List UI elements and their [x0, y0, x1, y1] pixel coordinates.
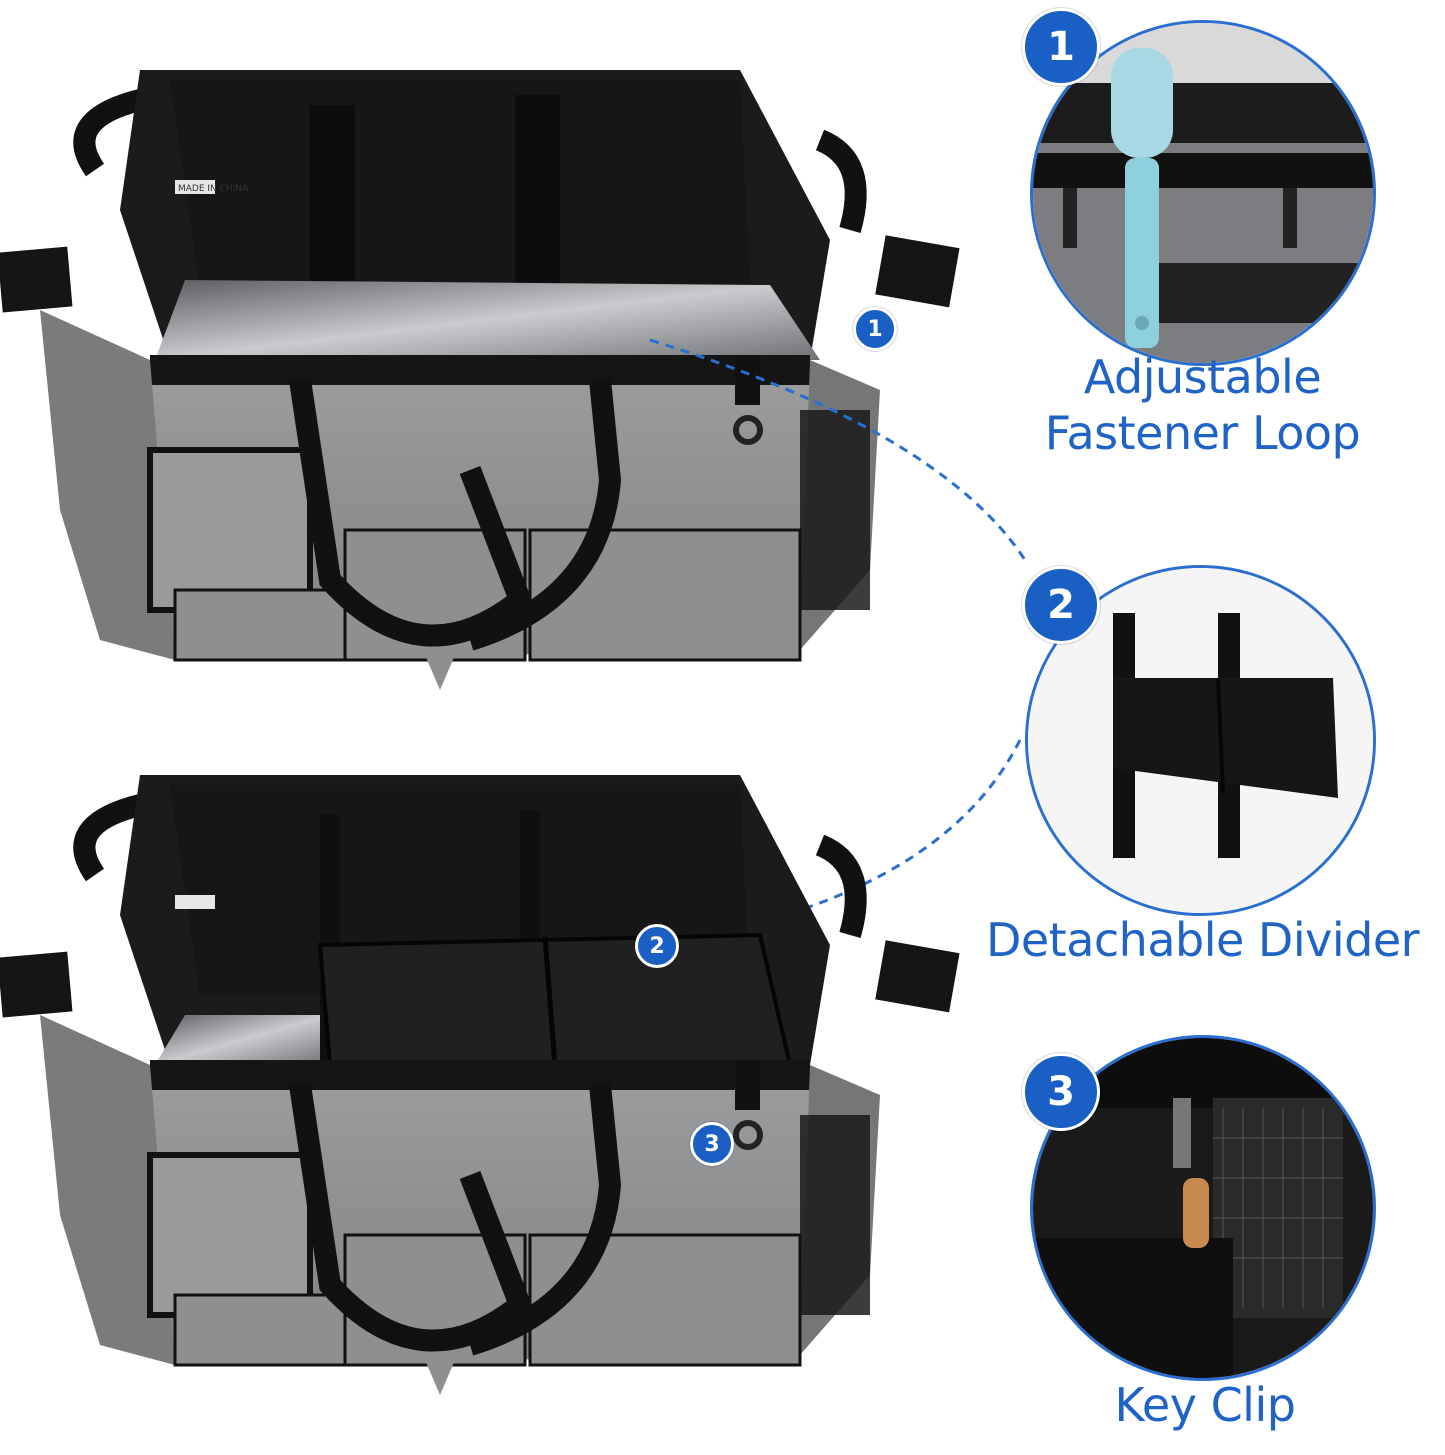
- feature-title-3: Key Clip: [1114, 1378, 1296, 1432]
- marker-1: 1: [853, 307, 897, 351]
- bottom-bag-photo: [0, 775, 960, 1395]
- bag-label: MADE IN CHINA: [178, 184, 249, 194]
- marker-3: 3: [690, 1122, 734, 1166]
- callout-badge-3: 3: [1022, 1053, 1100, 1131]
- feature-title-1-line1: Adjustable: [1083, 350, 1322, 404]
- callout-badge-1: 1: [1022, 8, 1100, 86]
- feature-title-1-line2: Fastener Loop: [1044, 405, 1361, 460]
- marker-2: 2: [635, 924, 679, 968]
- callout-badge-2: 2: [1022, 566, 1100, 644]
- feature-title-1: Adjustable Fastener Loop: [1000, 350, 1405, 460]
- feature-title-2: Detachable Divider: [985, 913, 1420, 967]
- top-bag-photo: MADE IN CHINA: [0, 70, 960, 690]
